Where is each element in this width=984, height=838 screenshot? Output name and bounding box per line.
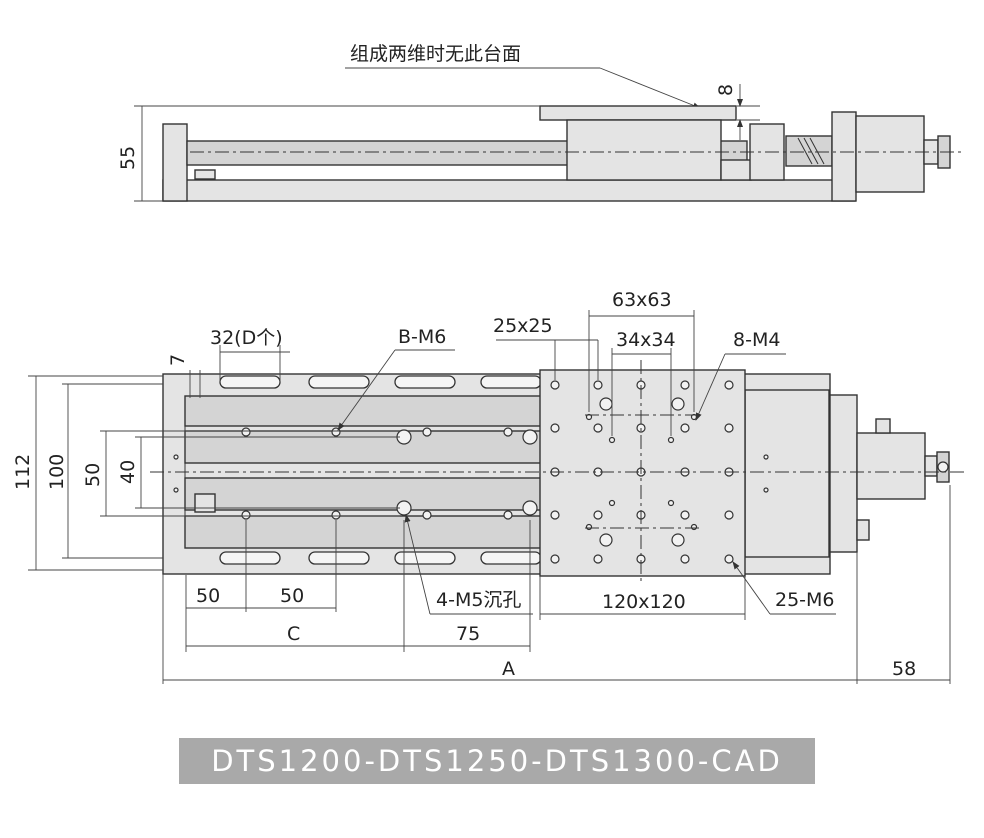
side-top-plate xyxy=(539,105,737,121)
dim-A: A xyxy=(502,658,515,680)
dim-slot-pitch: 32(D个) xyxy=(210,327,283,349)
label-4-m5: 4-M5沉孔 xyxy=(436,589,521,611)
title-banner: DTS1200-DTS1250-DTS1300-CAD xyxy=(179,738,815,784)
label-b-m6: B-M6 xyxy=(398,326,446,348)
side-note-label: 组成两维时无此台面 xyxy=(350,43,521,65)
side-carriage xyxy=(566,119,722,181)
dim-C: C xyxy=(287,623,300,645)
top-motor xyxy=(856,432,926,500)
side-view: 组成两维时无此台面 8 55 xyxy=(117,43,965,202)
label-25x25: 25x25 xyxy=(493,315,553,337)
side-dim-8: 8 xyxy=(715,84,737,96)
dim-40: 40 xyxy=(117,460,139,484)
side-dim-55: 55 xyxy=(117,146,139,170)
label-25-m6: 25-M6 xyxy=(775,589,835,611)
label-120x120: 120x120 xyxy=(602,591,686,613)
dim-50-b: 50 xyxy=(280,585,304,607)
dim-50-a: 50 xyxy=(196,585,220,607)
dim-112: 112 xyxy=(12,454,34,490)
side-base xyxy=(162,179,856,202)
dim-75: 75 xyxy=(456,623,480,645)
label-34x34: 34x34 xyxy=(616,329,676,351)
dim-100: 100 xyxy=(46,454,68,490)
label-63x63: 63x63 xyxy=(612,289,672,311)
dim-58: 58 xyxy=(892,658,916,680)
dim-50-v: 50 xyxy=(82,463,104,487)
label-8-m4: 8-M4 xyxy=(733,329,780,351)
dim-7: 7 xyxy=(167,354,189,366)
side-motor xyxy=(855,115,925,193)
top-view: 112 100 50 40 7 32(D个) B-M6 25x25 63x63 xyxy=(12,289,965,684)
